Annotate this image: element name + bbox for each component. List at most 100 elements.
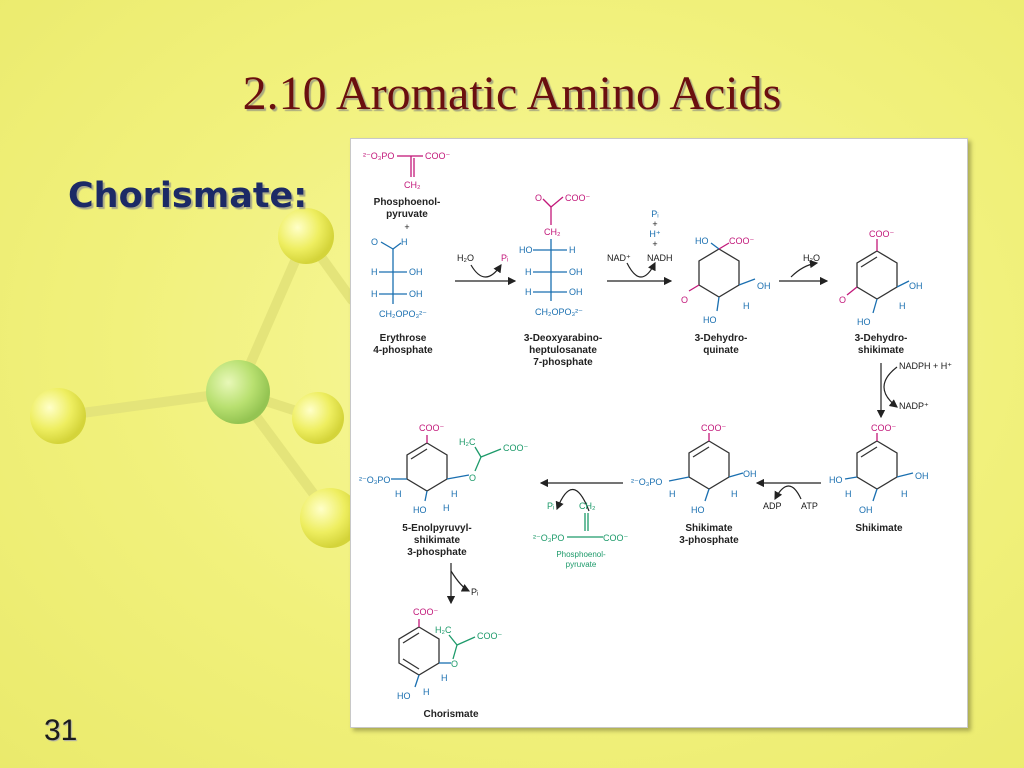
- chorismate-h2: H: [423, 687, 430, 697]
- dhs-molecule: COO⁻ O OH H HO: [839, 229, 923, 327]
- s3p-h2: H: [731, 489, 738, 499]
- pep-phosphate: ²⁻O₃PO: [363, 151, 394, 161]
- dahp-h1: H: [569, 245, 576, 255]
- step3-h2o: H₂O: [803, 253, 820, 263]
- pep-label-1: Phosphoenol-: [374, 197, 441, 208]
- dhq-h: H: [743, 301, 750, 311]
- dhs-label-2: shikimate: [858, 345, 905, 356]
- shikimate-label: Shikimate: [855, 523, 903, 534]
- step3-arrow: H₂O: [779, 253, 829, 286]
- epsp-h1: H: [395, 489, 402, 499]
- dhq-label-1: 3-Dehydro-: [695, 333, 748, 344]
- chorismate-label: Chorismate: [423, 709, 478, 720]
- dhq-ho: HO: [695, 236, 709, 246]
- epsp-coo2: COO⁻: [503, 443, 529, 453]
- pep-coo: COO⁻: [425, 151, 451, 161]
- s3p-oh: OH: [743, 469, 757, 479]
- s3p-molecule: COO⁻ ²⁻O₃PO OH H H HO: [631, 423, 757, 515]
- step2-plus2: +: [652, 239, 657, 249]
- slide-title: 2.10 Aromatic Amino Acids: [242, 67, 782, 120]
- shikimate-molecule: COO⁻ HO OH H H OH: [829, 423, 929, 515]
- dhs-h: H: [899, 301, 906, 311]
- step6-coo: COO⁻: [603, 533, 629, 543]
- step2-arrow: Pᵢ + H⁺ + NAD⁺ NADH: [607, 209, 673, 286]
- erythrose-label-2: 4-phosphate: [373, 345, 433, 356]
- epsp-o: O: [469, 473, 476, 483]
- pep-label-2: pyruvate: [386, 209, 428, 220]
- dahp-ho: HO: [519, 245, 533, 255]
- dhq-o: O: [681, 295, 688, 305]
- step6-pep-label-2: pyruvate: [566, 560, 597, 569]
- shikimate-ho: HO: [829, 475, 843, 485]
- epsp-molecule: COO⁻ H₂C COO⁻ O ²⁻O₃PO H H HO H: [359, 423, 529, 515]
- s3p-phosphate: ²⁻O₃PO: [631, 477, 662, 487]
- epsp-phosphate: ²⁻O₃PO: [359, 475, 390, 485]
- dhq-molecule: HO COO⁻ O OH H HO: [681, 236, 771, 325]
- epsp-label-3: 3-phosphate: [407, 547, 467, 558]
- s3p-coo: COO⁻: [701, 423, 727, 433]
- epsp-ho: HO: [413, 505, 427, 515]
- epsp-h2c: H₂C: [459, 437, 476, 447]
- step2-plus1: +: [652, 219, 657, 229]
- pep-ch2: CH₂: [404, 180, 421, 190]
- step5-atp: ATP: [801, 501, 818, 511]
- dhs-ho: HO: [857, 317, 871, 327]
- dahp-label-3: 7-phosphate: [533, 357, 593, 368]
- step5-adp: ADP: [763, 501, 782, 511]
- step1-arrow: H₂O Pᵢ: [455, 253, 517, 286]
- erythrose-oh1: OH: [409, 267, 423, 277]
- chorismate-molecule: COO⁻ H₂C COO⁻ O H HO H: [397, 607, 503, 701]
- step4-nadph: NADPH + H⁺: [899, 361, 952, 371]
- erythrose-molecule: O H H OH H OH CH₂OPO₃²⁻: [371, 237, 427, 319]
- step2-hplus: H⁺: [649, 229, 660, 239]
- pathway-diagram: ²⁻O₃PO COO⁻ CH₂ Phosphoenol- pyruvate + …: [359, 151, 952, 720]
- shikimate-oh: OH: [915, 471, 929, 481]
- dhs-o: O: [839, 295, 846, 305]
- erythrose-o: O: [371, 237, 378, 247]
- epsp-coo: COO⁻: [419, 423, 445, 433]
- slide-subtitle: Chorismate:: [68, 176, 308, 216]
- step2-pi: Pᵢ: [651, 209, 658, 219]
- erythrose-label-1: Erythrose: [380, 333, 427, 344]
- step1-h2o: H₂O: [457, 253, 474, 263]
- chorismate-coo: COO⁻: [413, 607, 439, 617]
- s3p-label-1: Shikimate: [685, 523, 733, 534]
- step4-nadp: NADP⁺: [899, 401, 929, 411]
- dahp-h2: H: [525, 267, 532, 277]
- epsp-h2: H: [451, 489, 458, 499]
- dhq-ho2: HO: [703, 315, 717, 325]
- shikimate-coo: COO⁻: [871, 423, 897, 433]
- step7-arrow: Pᵢ: [446, 563, 478, 605]
- dhs-coo: COO⁻: [869, 229, 895, 239]
- step2-nad: NAD⁺: [607, 253, 631, 263]
- shikimate-h1: H: [845, 489, 852, 499]
- chorismate-coo2: COO⁻: [477, 631, 503, 641]
- plus-sign: +: [404, 222, 409, 232]
- epsp-label-2: shikimate: [414, 535, 461, 546]
- page-number: 31: [44, 714, 78, 747]
- pep-molecule: ²⁻O₃PO COO⁻ CH₂: [363, 151, 451, 190]
- chorismate-o: O: [451, 659, 458, 669]
- step6-ch2: CH₂: [579, 501, 596, 511]
- dahp-h3: H: [525, 287, 532, 297]
- dahp-label-1: 3-Deoxyarabino-: [524, 333, 602, 344]
- erythrose-h2: H: [371, 267, 378, 277]
- s3p-ho: HO: [691, 505, 705, 515]
- shikimate-h2: H: [901, 489, 908, 499]
- dahp-ch2opo3: CH₂OPO₃²⁻: [535, 307, 583, 317]
- step5-arrow: ADP ATP: [755, 478, 821, 511]
- step2-nadh: NADH: [647, 253, 673, 263]
- erythrose-h: H: [401, 237, 408, 247]
- s3p-label-2: 3-phosphate: [679, 535, 739, 546]
- step7-pi: Pᵢ: [471, 587, 478, 597]
- epsp-label-1: 5-Enolpyruvyl-: [402, 523, 471, 534]
- chorismate-h1: H: [441, 673, 448, 683]
- step4-arrow: NADPH + H⁺ NADP⁺: [876, 361, 952, 419]
- shikimate-oh2: OH: [859, 505, 873, 515]
- step6-pi: Pᵢ: [547, 501, 554, 511]
- dahp-oh1: OH: [569, 267, 583, 277]
- erythrose-ch2opo3: CH₂OPO₃²⁻: [379, 309, 427, 319]
- dhs-oh: OH: [909, 281, 923, 291]
- dhs-label-1: 3-Dehydro-: [855, 333, 908, 344]
